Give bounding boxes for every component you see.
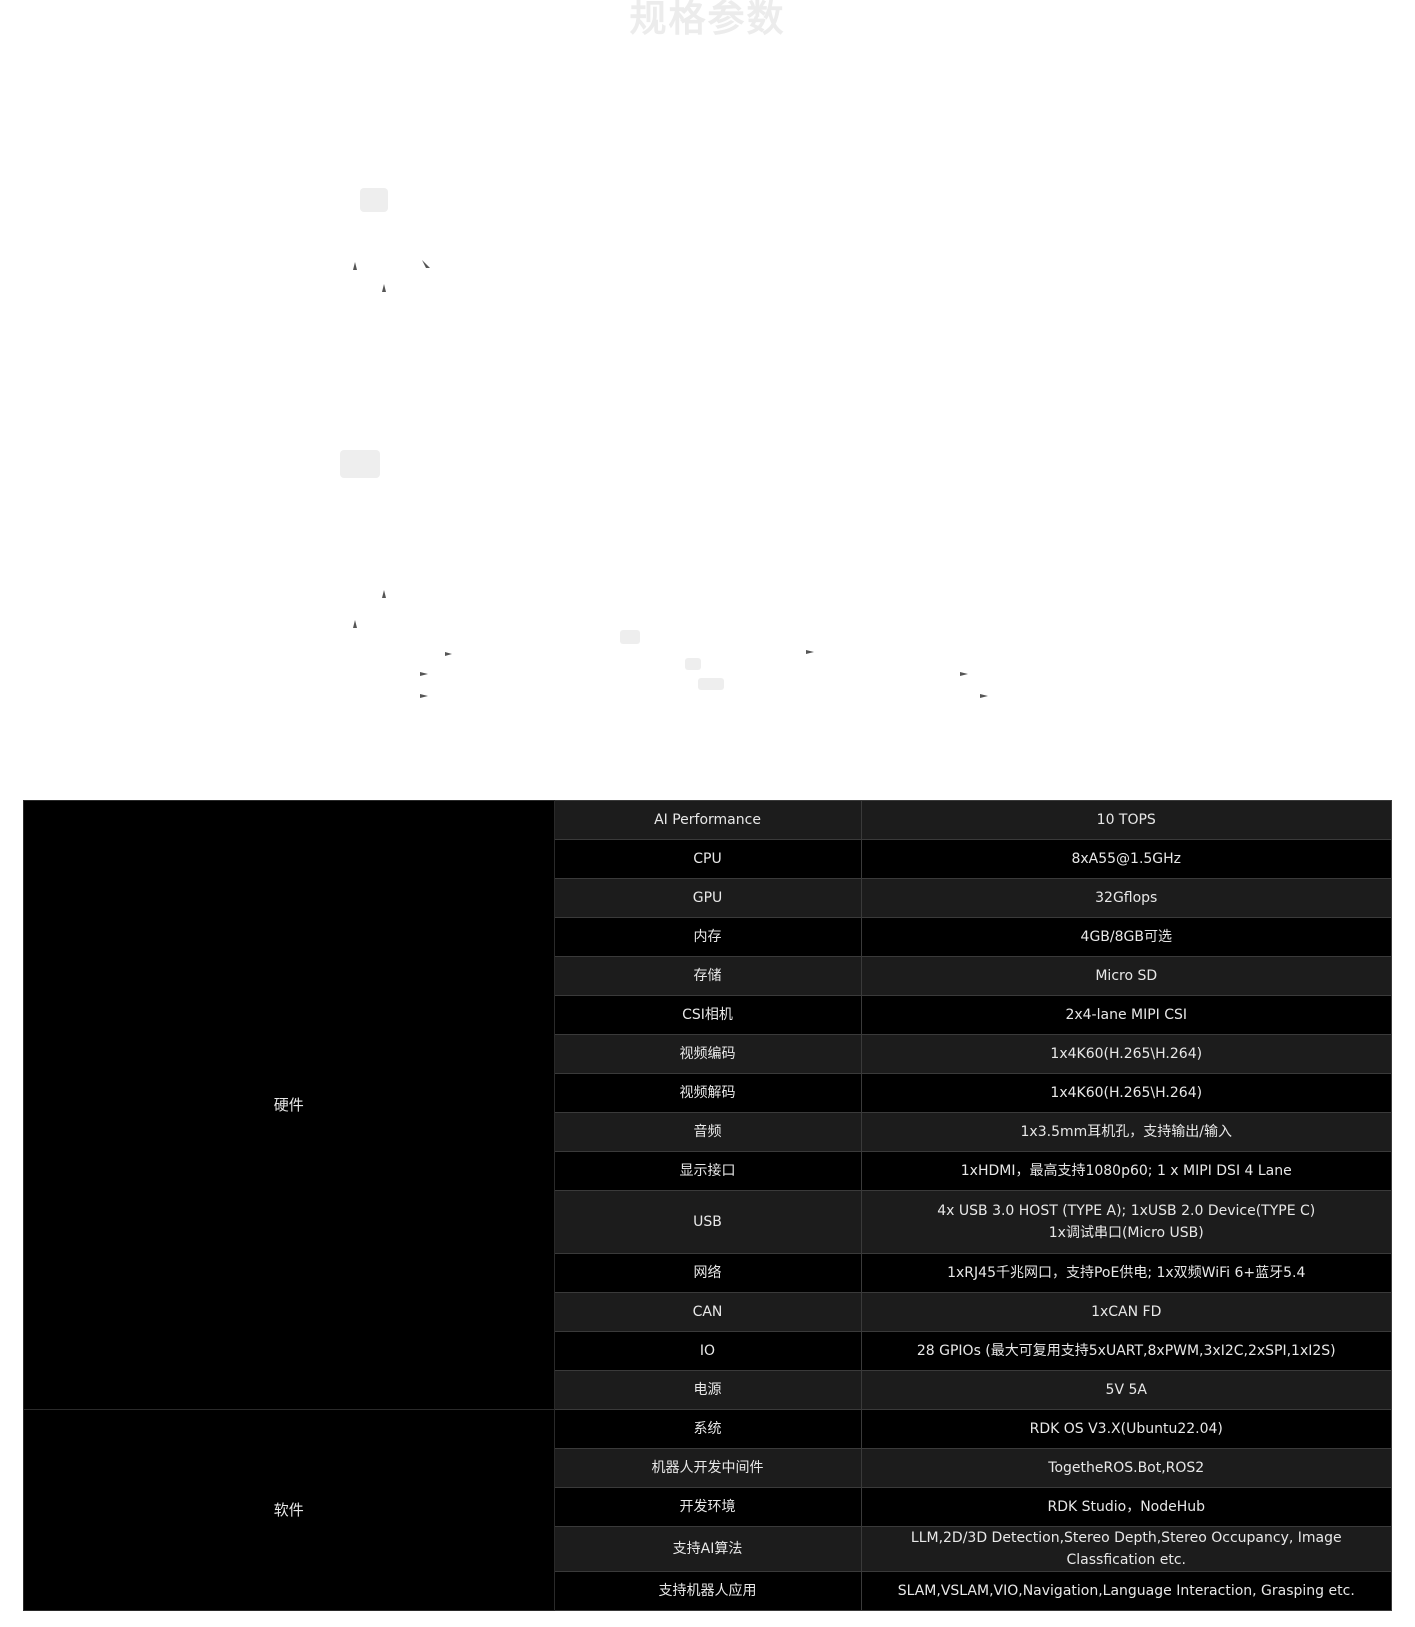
spec-value: 4GB/8GB可选 xyxy=(860,917,1392,957)
spec-value: TogetheROS.Bot,ROS2 xyxy=(860,1448,1392,1488)
category-software: 软件 xyxy=(23,1409,555,1611)
spec-name: USB xyxy=(553,1190,862,1254)
spec-name: GPU xyxy=(553,878,862,918)
table-row: 支持AI算法 LLM,2D/3D Detection,Stereo Depth,… xyxy=(24,1526,1392,1572)
spec-name: CPU xyxy=(553,839,862,879)
table-row: USB 4x USB 3.0 HOST (TYPE A); 1xUSB 2.0 … xyxy=(24,1190,1392,1254)
spec-value: 1xHDMI，最高支持1080p60; 1 x MIPI DSI 4 Lane xyxy=(860,1151,1392,1191)
spec-value: 32Gflops xyxy=(860,878,1392,918)
table-row: CSI相机 2x4-lane MIPI CSI xyxy=(24,995,1392,1035)
spec-table: 硬件 AI Performance 10 TOPS CPU 8xA55@1.5G… xyxy=(23,800,1392,1611)
category-hardware: 硬件 xyxy=(23,800,555,1410)
spec-value: 1xCAN FD xyxy=(860,1292,1392,1332)
spec-value: 4x USB 3.0 HOST (TYPE A); 1xUSB 2.0 Devi… xyxy=(860,1190,1392,1254)
table-row: CPU 8xA55@1.5GHz xyxy=(24,839,1392,879)
table-row: 开发环境 RDK Studio，NodeHub xyxy=(24,1487,1392,1527)
spec-name: 存储 xyxy=(553,956,862,996)
table-row: 机器人开发中间件 TogetheROS.Bot,ROS2 xyxy=(24,1448,1392,1488)
table-row: 软件 系统 RDK OS V3.X(Ubuntu22.04) xyxy=(23,1409,1392,1611)
spec-value: 1xRJ45千兆网口，支持PoE供电; 1x双频WiFi 6+蓝牙5.4 xyxy=(860,1253,1392,1293)
table-row: CAN 1xCAN FD xyxy=(24,1292,1392,1332)
spec-value: 10 TOPS xyxy=(860,800,1392,840)
spec-name: 视频编码 xyxy=(553,1034,862,1074)
spec-value: LLM,2D/3D Detection,Stereo Depth,Stereo … xyxy=(860,1526,1392,1572)
spec-name: 显示接口 xyxy=(553,1151,862,1191)
spec-name: IO xyxy=(553,1331,862,1371)
spec-name: 机器人开发中间件 xyxy=(553,1448,862,1488)
spec-value: RDK Studio，NodeHub xyxy=(860,1487,1392,1527)
spec-value: 2x4-lane MIPI CSI xyxy=(860,995,1392,1035)
spec-value-line: 1x调试串口(Micro USB) xyxy=(1048,1225,1204,1241)
table-row: 音频 1x3.5mm耳机孔，支持输出/输入 xyxy=(24,1112,1392,1152)
spec-name: 视频解码 xyxy=(553,1073,862,1113)
spec-name: AI Performance xyxy=(553,800,862,840)
table-row: 硬件 AI Performance 10 TOPS xyxy=(23,800,1392,1410)
table-row: 内存 4GB/8GB可选 xyxy=(24,917,1392,957)
page-title: 规格参数 xyxy=(629,0,786,40)
spec-name: 内存 xyxy=(553,917,862,957)
spec-value-line: 4x USB 3.0 HOST (TYPE A); 1xUSB 2.0 Devi… xyxy=(937,1203,1316,1219)
spec-name: 支持AI算法 xyxy=(553,1526,862,1572)
product-image xyxy=(340,180,1060,740)
table-row: 视频编码 1x4K60(H.265\H.264) xyxy=(24,1034,1392,1074)
spec-name: 音频 xyxy=(553,1112,862,1152)
table-row: 电源 5V 5A xyxy=(24,1370,1392,1410)
spec-value: 5V 5A xyxy=(860,1370,1392,1410)
spec-value: 28 GPIOs (最大可复用支持5xUART,8xPWM,3xI2C,2xSP… xyxy=(860,1331,1392,1371)
spec-name: CAN xyxy=(553,1292,862,1332)
spec-value: 8xA55@1.5GHz xyxy=(860,839,1392,879)
spec-value: Micro SD xyxy=(860,956,1392,996)
table-row: 支持机器人应用 SLAM,VSLAM,VIO,Navigation,Langua… xyxy=(24,1571,1392,1611)
spec-name: 系统 xyxy=(553,1409,862,1449)
spec-name: 电源 xyxy=(553,1370,862,1410)
table-row: 网络 1xRJ45千兆网口，支持PoE供电; 1x双频WiFi 6+蓝牙5.4 xyxy=(24,1253,1392,1293)
spec-name: 网络 xyxy=(553,1253,862,1293)
spec-value: 1x4K60(H.265\H.264) xyxy=(860,1034,1392,1074)
spec-name: CSI相机 xyxy=(553,995,862,1035)
spec-name: 开发环境 xyxy=(553,1487,862,1527)
table-row: 存储 Micro SD xyxy=(24,956,1392,996)
table-row: IO 28 GPIOs (最大可复用支持5xUART,8xPWM,3xI2C,2… xyxy=(24,1331,1392,1371)
spec-value: 1x4K60(H.265\H.264) xyxy=(860,1073,1392,1113)
spec-name: 支持机器人应用 xyxy=(553,1571,862,1611)
table-row: GPU 32Gflops xyxy=(24,878,1392,918)
spec-value: 1x3.5mm耳机孔，支持输出/输入 xyxy=(860,1112,1392,1152)
spec-value: SLAM,VSLAM,VIO,Navigation,Language Inter… xyxy=(860,1571,1392,1611)
table-row: 视频解码 1x4K60(H.265\H.264) xyxy=(24,1073,1392,1113)
product-image-artifacts xyxy=(340,188,988,698)
spec-value: RDK OS V3.X(Ubuntu22.04) xyxy=(860,1409,1392,1449)
